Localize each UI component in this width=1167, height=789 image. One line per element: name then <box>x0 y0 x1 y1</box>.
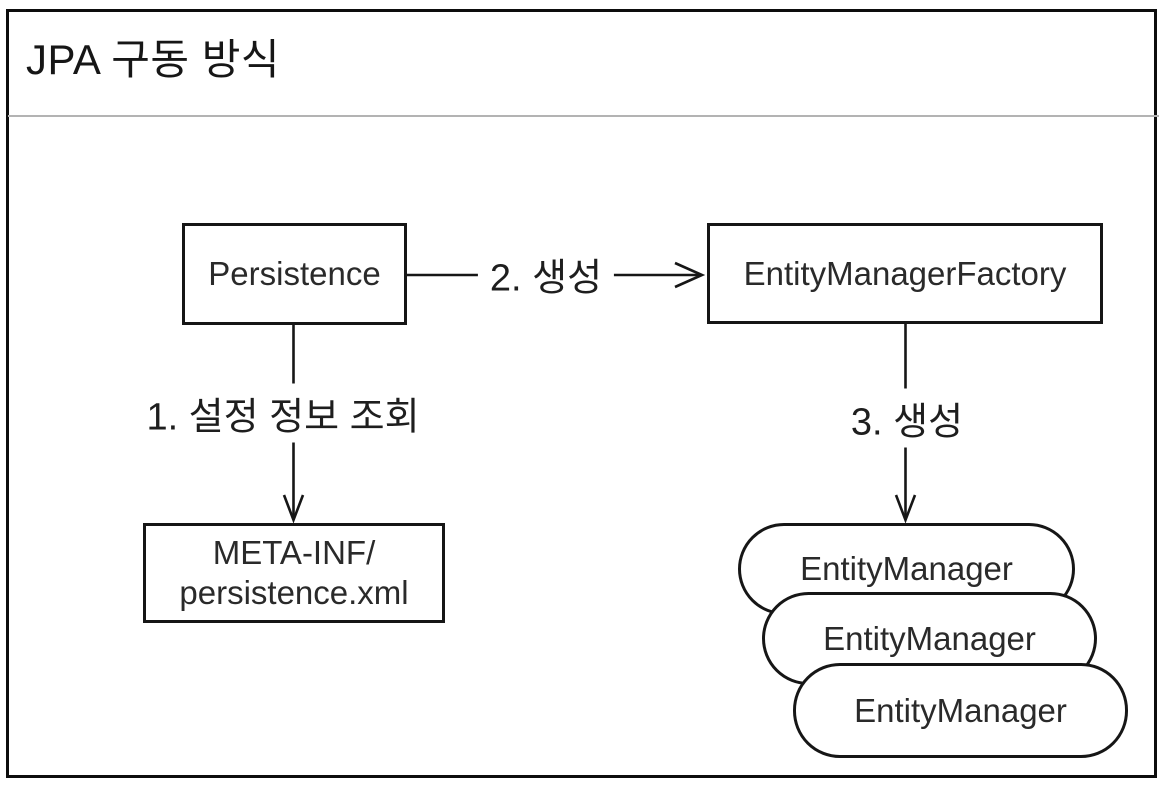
node-entity-manager-factory-label: EntityManagerFactory <box>743 254 1067 292</box>
slide-title: JPA 구동 방식 <box>26 36 280 83</box>
node-persistence-xml-label-line2: persistence.xml <box>179 574 409 611</box>
node-persistence: Persistence <box>182 223 407 325</box>
node-entity-manager-3: EntityManager <box>793 663 1128 758</box>
node-entity-manager-3-label: EntityManager <box>854 691 1067 729</box>
node-persistence-xml-label-line1: META-INF/ <box>212 533 376 571</box>
node-entity-manager-2-label: EntityManager <box>823 619 1036 657</box>
node-entity-manager-1-label: EntityManager <box>800 550 1013 587</box>
title-divider <box>8 115 1159 117</box>
edge-label-step1: 1. 설정 정보 조회 <box>134 383 432 443</box>
node-persistence-xml: META-INF/ persistence.xml <box>143 523 445 623</box>
edge-label-step3: 3. 생성 <box>838 388 976 448</box>
edge-label-step2: 2. 생성 <box>477 244 615 304</box>
node-entity-manager-factory: EntityManagerFactory <box>707 223 1103 324</box>
node-persistence-label: Persistence <box>208 255 381 292</box>
